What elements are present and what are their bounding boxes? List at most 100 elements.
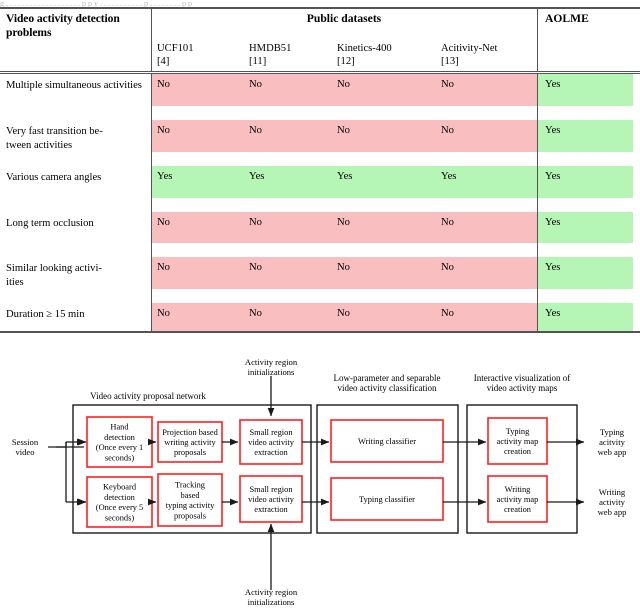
cut-off-caption: g . . . . . . . . . . . . . . . . . . . …: [0, 0, 192, 7]
table-header: Video activity detection problems Public…: [0, 9, 640, 71]
cell-background: [435, 74, 537, 106]
cell-value: No: [441, 217, 454, 228]
small-region-bottom-box[interactable]: [239, 475, 303, 523]
header-public-datasets: Public datasets: [306, 12, 382, 25]
table-header-rule-1: [0, 71, 640, 72]
table-bottom-rule: [0, 331, 640, 333]
writing-classifier-box[interactable]: [330, 419, 444, 463]
row-divider-right: [537, 120, 538, 152]
comparison-table: Video activity detection problems Public…: [0, 7, 640, 333]
gap-divider: [151, 289, 152, 303]
row-divider-right: [537, 166, 538, 198]
row-divider-left: [151, 74, 152, 106]
row-gap: [0, 243, 640, 257]
gap-divider: [151, 152, 152, 166]
cell-value: No: [441, 262, 454, 273]
typing-classifier-label: Typing classifier: [359, 495, 415, 504]
cell-value: No: [249, 217, 262, 228]
dataset-ref: [12]: [337, 56, 355, 67]
gap-divider: [537, 106, 538, 120]
gap-divider: [537, 198, 538, 212]
row-divider-right: [537, 303, 538, 331]
cell-background: [435, 257, 537, 289]
writing-activity-map-box[interactable]: [487, 475, 548, 523]
cell-value: No: [249, 262, 262, 273]
row-divider-right: [537, 257, 538, 289]
cell-value: No: [157, 79, 170, 90]
cell-background: [331, 257, 435, 289]
cell-value-aolme: Yes: [545, 262, 561, 273]
table-header-rule-2: [0, 73, 640, 74]
cell-value: No: [441, 79, 454, 90]
gap-divider: [537, 243, 538, 257]
header-problems: Video activity detection problems: [6, 12, 120, 39]
cell-value-aolme: Yes: [545, 125, 561, 136]
cell-background: [243, 74, 331, 106]
row-problem-label: Long term occlusion: [6, 218, 94, 229]
cell-background: [243, 120, 331, 152]
cell-value: Yes: [337, 171, 353, 182]
cell-value: No: [441, 125, 454, 136]
cell-background: [243, 303, 331, 331]
cell-background: [243, 166, 331, 198]
gap-divider: [151, 106, 152, 120]
cell-value: No: [249, 79, 262, 90]
cell-background-aolme: [538, 303, 633, 331]
cell-value: No: [337, 262, 350, 273]
cell-value: No: [337, 125, 350, 136]
cell-background: [435, 212, 537, 243]
hand-detection-box[interactable]: [86, 416, 153, 468]
typing-classifier-box[interactable]: [330, 477, 444, 521]
cell-background-aolme: [538, 120, 633, 152]
gap-divider: [537, 152, 538, 166]
header-aolme: AOLME: [545, 12, 589, 25]
header-divider-right: [537, 9, 538, 71]
group-classification-container: [316, 404, 459, 534]
writing-classifier-label: Writing classifier: [358, 437, 416, 446]
typing-activity-map-box[interactable]: [487, 417, 548, 465]
cell-value: No: [337, 308, 350, 319]
cell-value: No: [157, 125, 170, 136]
row-gap: [0, 289, 640, 303]
group-visualization-container: [466, 404, 578, 534]
projection-proposals-box[interactable]: [157, 421, 223, 463]
row-divider-left: [151, 212, 152, 243]
dataset-ref: [4]: [157, 56, 170, 67]
cell-value-aolme: Yes: [545, 217, 561, 228]
row-problem-label: Various camera angles: [6, 172, 102, 183]
row-problem-label: Duration ≥ 15 min: [6, 309, 85, 320]
input-bus: [56, 442, 67, 502]
cell-background-aolme: [538, 166, 633, 198]
row-problem-label: Similar looking activi-ities: [6, 263, 102, 288]
cell-value-aolme: Yes: [545, 171, 561, 182]
cell-background: [435, 166, 537, 198]
dataset-name: HMDB51: [249, 43, 292, 54]
tracking-proposals-box[interactable]: [157, 473, 223, 527]
row-gap: [0, 198, 640, 212]
cell-value: No: [441, 308, 454, 319]
cell-background: [151, 120, 243, 152]
cell-background: [243, 212, 331, 243]
row-divider-left: [151, 257, 152, 289]
cell-value: Yes: [441, 171, 457, 182]
cell-background-aolme: [538, 257, 633, 289]
cell-background-aolme: [538, 74, 633, 106]
row-divider-left: [151, 166, 152, 198]
gap-divider: [151, 243, 152, 257]
dataset-ref: [11]: [249, 56, 267, 67]
gap-divider: [151, 198, 152, 212]
